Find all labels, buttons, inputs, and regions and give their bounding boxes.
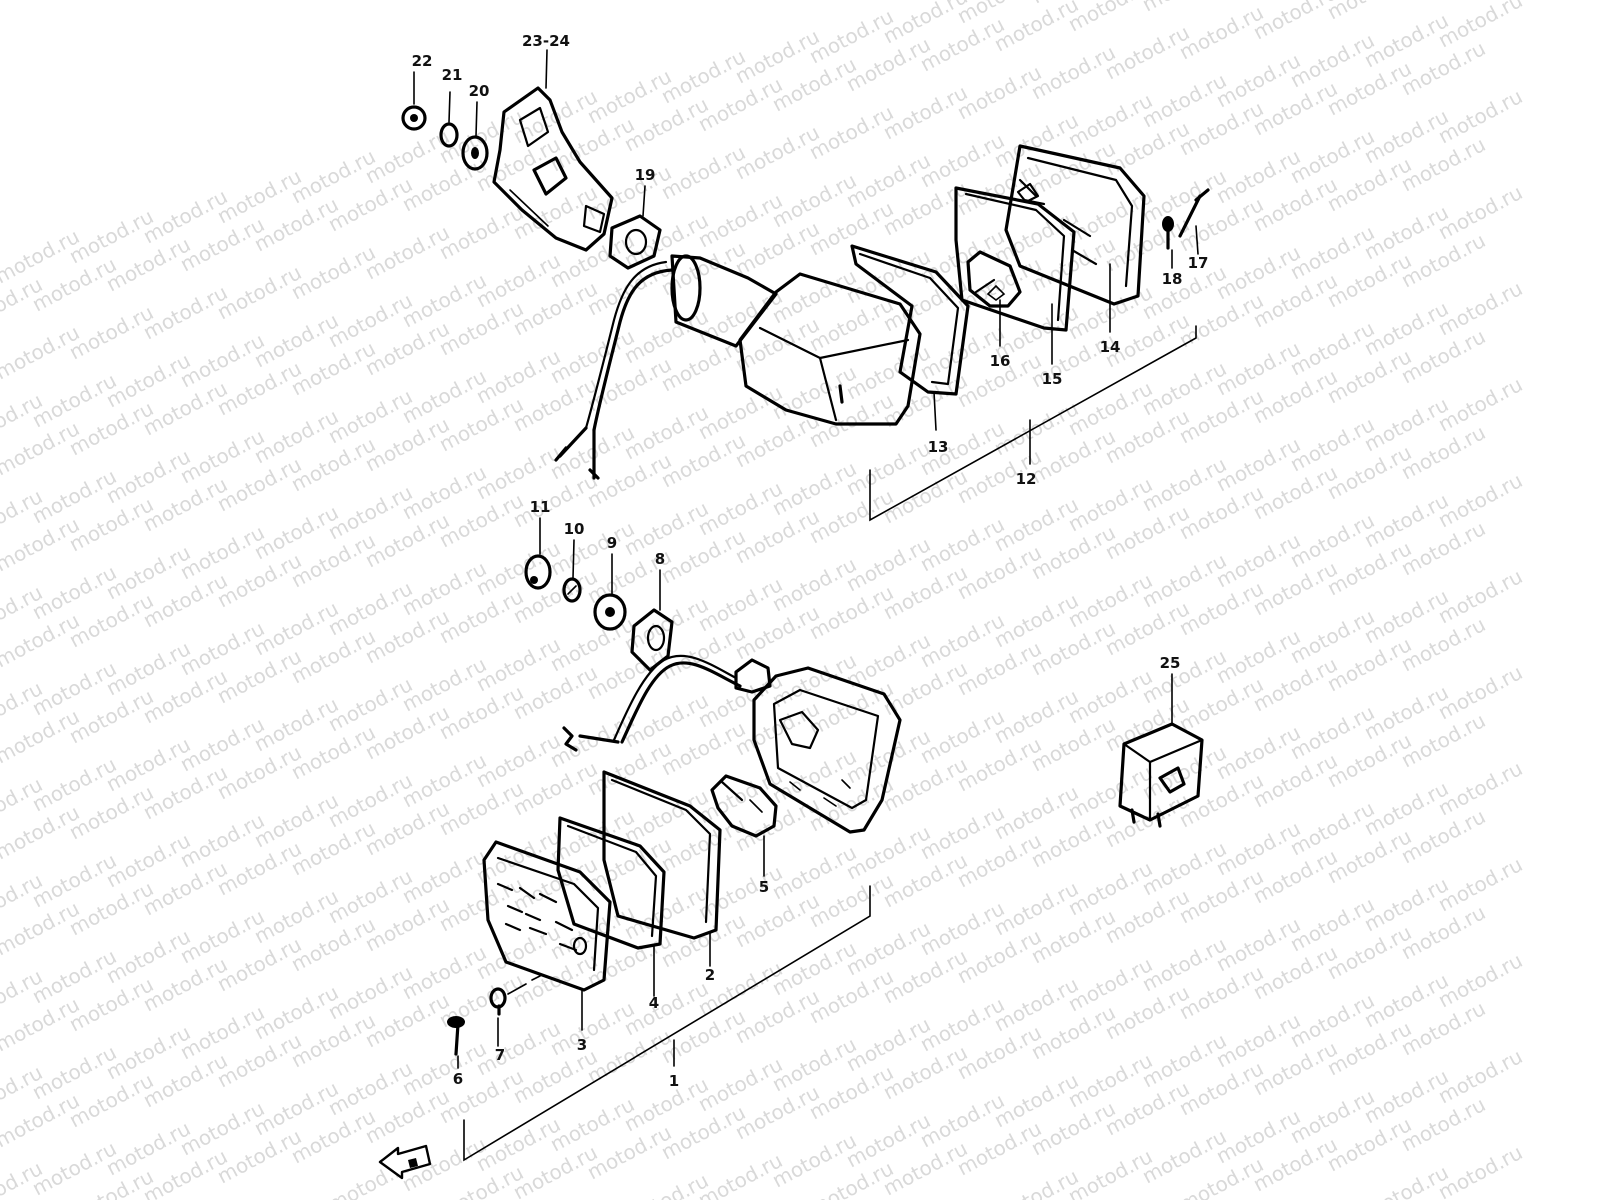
watermark-layer: motod.rumotod.rumotod.rumotod.rumotod.ru… — [0, 0, 1526, 1200]
part-9-washer — [593, 593, 627, 631]
callout-23-24: 23-24 — [522, 32, 570, 50]
part-2-gasket — [602, 770, 722, 940]
callout-7: 7 — [495, 1046, 505, 1064]
callout-17: 17 — [1188, 254, 1209, 272]
part-10-washer — [562, 577, 582, 603]
part-14-lens — [1004, 144, 1146, 306]
callout-15: 15 — [1042, 370, 1063, 388]
part-1-turn-signal-housing — [734, 658, 902, 834]
part-23-24-bracket — [492, 86, 614, 252]
part-11-nut — [524, 554, 552, 590]
callout-12: 12 — [1016, 470, 1037, 488]
upper-signal-wire — [554, 260, 674, 480]
part-7-screw-nut — [489, 975, 541, 1016]
lower-signal-wire — [562, 654, 742, 752]
part-18-screw-nut — [1162, 216, 1174, 250]
part-12-turn-signal-body — [670, 254, 922, 426]
callout-14: 14 — [1100, 338, 1121, 356]
callout-20: 20 — [469, 82, 490, 100]
callout-11: 11 — [530, 498, 551, 516]
callout-2: 2 — [705, 966, 715, 984]
part-16-bulb — [966, 250, 1022, 308]
callout-8: 8 — [655, 550, 665, 568]
part-3-lens — [482, 840, 612, 992]
callout-25: 25 — [1160, 654, 1181, 672]
callout-10: 10 — [564, 520, 585, 538]
callout-3: 3 — [577, 1036, 587, 1054]
callout-19: 19 — [635, 166, 656, 184]
watermark-text: motod.ru — [990, 0, 1082, 56]
part-20-washer — [461, 135, 489, 171]
watermark-text: motod.ru — [1434, 1140, 1526, 1200]
callout-22: 22 — [412, 52, 433, 70]
part-25-flasher-relay — [1118, 673, 1204, 828]
part-22-nut — [401, 105, 427, 131]
upper-turn-signal-assembly — [401, 86, 1210, 480]
front-direction-arrow-icon — [378, 1144, 432, 1180]
callout-16: 16 — [990, 352, 1011, 370]
callout-5: 5 — [759, 878, 769, 896]
part-15-lens-gasket — [954, 186, 1076, 332]
callout-6: 6 — [453, 1070, 463, 1088]
callout-21: 21 — [442, 66, 463, 84]
part-8-grommet — [630, 608, 674, 672]
part-6-screw — [447, 1016, 465, 1056]
callout-labels: 22 21 20 23-24 19 18 17 16 15 14 13 12 1… — [412, 32, 1209, 1090]
part-13-gasket — [850, 244, 970, 396]
watermark-text: motod.ru — [1323, 0, 1415, 24]
part-17-screw — [1178, 188, 1210, 238]
watermark-text: motod.ru — [1138, 0, 1230, 16]
watermark-text: motod.ru — [1397, 0, 1489, 4]
lower-turn-signal-assembly — [447, 554, 902, 1056]
lower-leader-lines — [457, 517, 871, 1162]
callout-18: 18 — [1162, 270, 1183, 288]
part-21-washer — [439, 122, 459, 148]
callout-13: 13 — [928, 438, 949, 456]
part-5-bulb — [710, 774, 778, 838]
callout-9: 9 — [607, 534, 617, 552]
callout-4: 4 — [649, 994, 659, 1012]
part-19-grommet — [608, 214, 662, 270]
upper-leader-lines — [413, 49, 1199, 522]
callout-1: 1 — [669, 1072, 679, 1090]
